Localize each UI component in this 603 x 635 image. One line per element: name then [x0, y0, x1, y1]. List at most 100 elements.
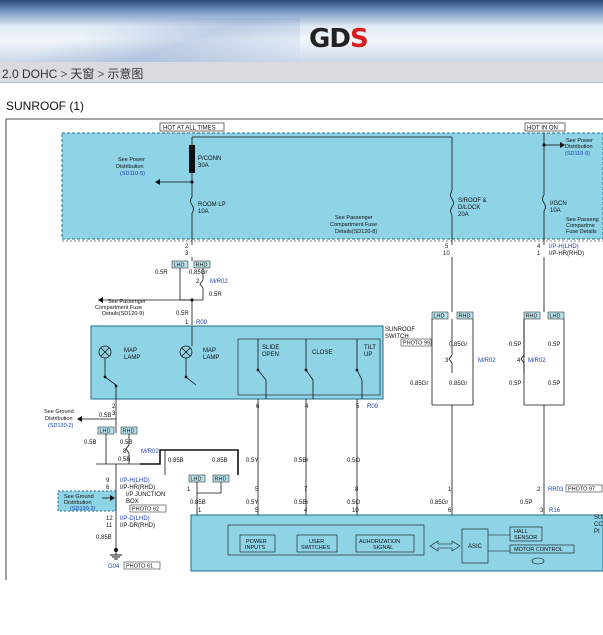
- svg-text:0.5P: 0.5P: [509, 381, 521, 387]
- svg-text:0.5P: 0.5P: [548, 381, 560, 387]
- mr02-mid: M/R02: [478, 358, 496, 364]
- svg-text:0.85Gr: 0.85Gr: [430, 500, 448, 506]
- svg-text:LHD: LHD: [100, 429, 111, 435]
- svg-text:MAP: MAP: [124, 348, 137, 354]
- header-banner: GDS: [0, 0, 603, 62]
- breadcrumb-item-engine[interactable]: 2.0 DOHC: [2, 67, 58, 81]
- svg-text:INPUTS: INPUTS: [245, 545, 266, 551]
- svg-text:LHD: LHD: [550, 314, 561, 320]
- r09-label: R09: [196, 320, 208, 326]
- see-power-right: See Power: [566, 138, 593, 144]
- svg-text:HALL: HALL: [514, 529, 528, 535]
- breadcrumb: 2.0 DOHC>天窗>示意图: [2, 67, 144, 81]
- svg-text:1: 1: [185, 320, 189, 326]
- svg-text:SLIDE: SLIDE: [262, 345, 279, 351]
- svg-text:TILT: TILT: [364, 345, 376, 351]
- room-lp-fuse-label: ROOM LP: [198, 202, 226, 208]
- svg-text:0.5B: 0.5B: [118, 457, 130, 463]
- svg-text:7: 7: [304, 487, 308, 493]
- asic-label: ASIC: [468, 544, 483, 550]
- breadcrumb-item-sunroof[interactable]: 天窗: [70, 67, 95, 81]
- mr02-bottom: M/R02: [141, 449, 159, 455]
- motor-icon: [531, 557, 545, 565]
- sunroof-switch-box: [90, 325, 384, 400]
- svg-text:0.5B: 0.5B: [99, 413, 111, 419]
- svg-text:0.85B: 0.85B: [168, 458, 184, 464]
- svg-text:0.5Y: 0.5Y: [246, 458, 258, 464]
- pconn-fuse-amp: 30A: [198, 163, 209, 169]
- sroof-fuse-amp: 20A: [458, 212, 469, 218]
- svg-text:Distribution: Distribution: [64, 500, 92, 506]
- photo-62: PHOTO 62: [132, 507, 159, 513]
- close-label: CLOSE: [312, 350, 332, 356]
- svg-text:PI: PI: [594, 529, 600, 535]
- svg-text:0.85Gr: 0.85Gr: [410, 381, 428, 387]
- svg-text:I/P-HR(RHD): I/P-HR(RHD): [120, 485, 155, 491]
- svg-text:2: 2: [537, 487, 541, 493]
- svg-text:5: 5: [255, 487, 259, 493]
- svg-text:1: 1: [448, 487, 452, 493]
- svg-text:5: 5: [445, 244, 449, 250]
- hot-at-all-times-label: HOT AT ALL TIMES: [163, 126, 216, 132]
- breadcrumb-bar: [0, 62, 603, 83]
- svg-text:OPEN: OPEN: [262, 352, 279, 358]
- svg-text:1: 1: [187, 487, 191, 493]
- svg-text:Distribution: Distribution: [45, 416, 73, 422]
- sroof-fuse-label-2: D/LOCK: [458, 205, 480, 211]
- svg-text:0.85B: 0.85B: [212, 458, 228, 464]
- svg-text:6: 6: [448, 508, 452, 514]
- r16-label: R16: [549, 508, 561, 514]
- see-pass-text-3: Details(SD120-8): [335, 229, 377, 235]
- svg-text:3: 3: [112, 411, 116, 417]
- mr02-right: M/R02: [528, 358, 546, 364]
- svg-text:8: 8: [123, 449, 127, 455]
- svg-text:5: 5: [356, 404, 360, 410]
- svg-text:0.5P: 0.5P: [548, 342, 560, 348]
- svg-text:10: 10: [443, 251, 450, 257]
- svg-text:3: 3: [185, 251, 189, 257]
- svg-text:(SD130-2): (SD130-2): [70, 506, 96, 512]
- svg-text:0.5O: 0.5O: [347, 500, 360, 506]
- wiring-diagram: HOT AT ALL TIMES HOT IN ON See Power Dis…: [5, 118, 603, 580]
- svg-text:1: 1: [198, 508, 202, 514]
- svg-text:4: 4: [305, 404, 309, 410]
- photo-97: PHOTO 97: [568, 487, 595, 493]
- gds-logo: GDS: [309, 24, 369, 54]
- svg-text:See Passenger: See Passenger: [108, 299, 146, 305]
- svg-text:0.85Gr: 0.85Gr: [449, 342, 467, 348]
- svg-text:I/P JUNCTION: I/P JUNCTION: [126, 492, 165, 498]
- svg-text:LHD: LHD: [434, 314, 445, 320]
- see-power-right-2: Distribution: [565, 144, 593, 150]
- svg-text:SWITCHES: SWITCHES: [301, 545, 330, 551]
- ground-icon: [114, 548, 118, 552]
- ip-h-lhd-lower: I/P-H(LHD): [120, 478, 150, 484]
- svg-text:4: 4: [517, 358, 521, 364]
- pconn-fuse-label: P/CONN: [198, 156, 221, 162]
- svg-text:0.5B: 0.5B: [120, 440, 132, 446]
- svg-text:CC: CC: [594, 522, 603, 528]
- hot-in-on-label: HOT IN ON: [527, 126, 558, 132]
- fuse-box: [61, 132, 603, 240]
- svg-text:3: 3: [445, 358, 449, 364]
- svg-text:2: 2: [196, 279, 200, 285]
- svg-text:0.85B: 0.85B: [190, 500, 206, 506]
- sroof-fuse-label: S/ROOF &: [458, 198, 487, 204]
- svg-text:10: 10: [352, 508, 359, 514]
- svg-text:4: 4: [537, 244, 541, 250]
- sunroof-switch-title-2: SWITCH: [385, 334, 409, 340]
- svg-text:11: 11: [106, 523, 113, 529]
- svg-text:SENSOR: SENSOR: [514, 535, 537, 541]
- see-pass-right: See Passeng: [566, 217, 599, 223]
- svg-text:8: 8: [355, 487, 359, 493]
- photo-61: PHOTO 61: [126, 564, 153, 570]
- svg-text:0.5Br: 0.5Br: [294, 500, 308, 506]
- svg-text:0.5R: 0.5R: [176, 311, 189, 317]
- ip-hr-rhd: I/P-HR(RHD): [549, 251, 584, 257]
- svg-text:RHD: RHD: [123, 429, 135, 435]
- svg-text:9: 9: [106, 478, 110, 484]
- sunroof-switch-title: SUNROOF: [385, 327, 415, 333]
- svg-text:0.5P: 0.5P: [509, 342, 521, 348]
- svg-text:0.5B: 0.5B: [84, 440, 96, 446]
- svg-text:POWER: POWER: [246, 539, 267, 545]
- svg-text:MAP: MAP: [203, 348, 216, 354]
